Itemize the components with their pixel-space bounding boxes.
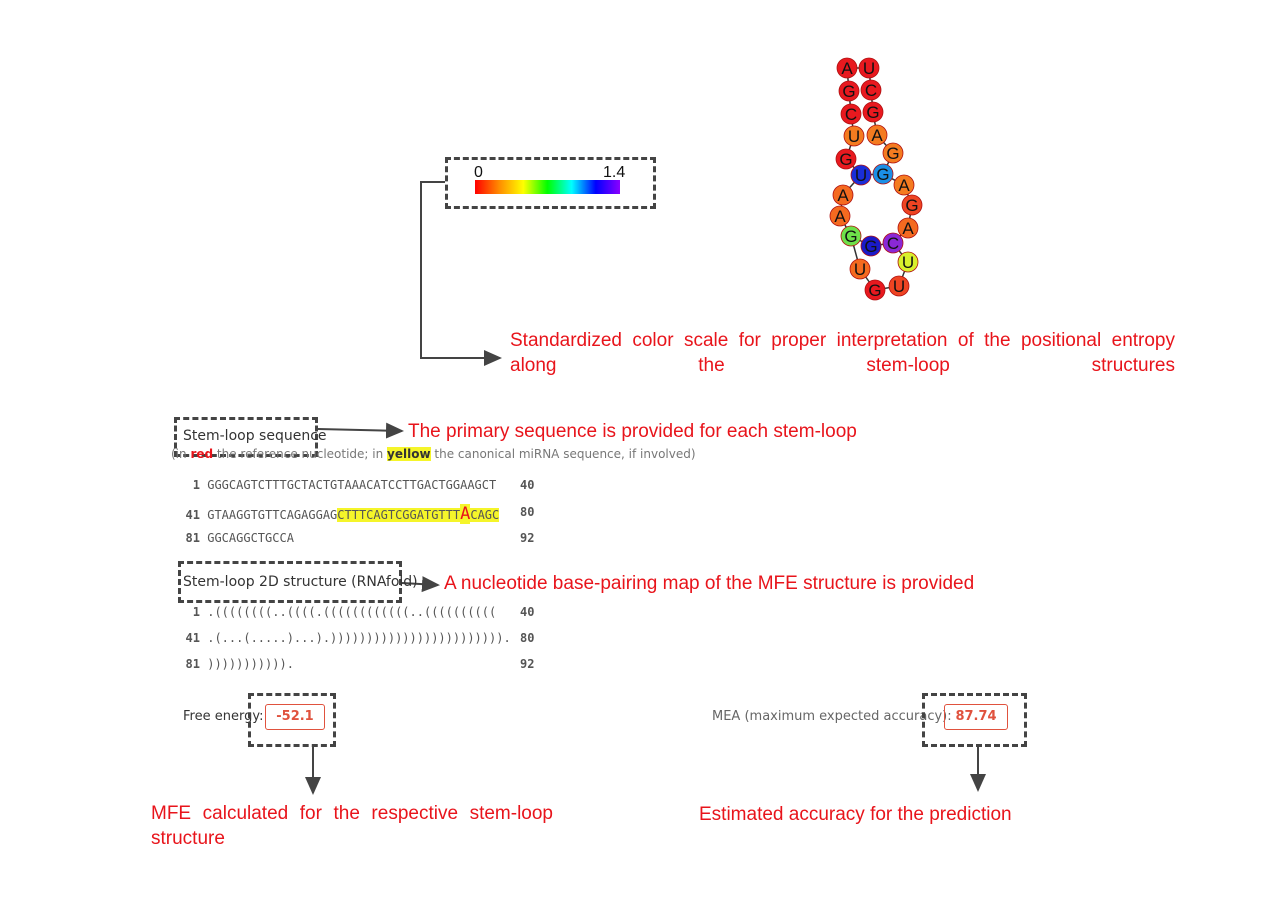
rna-nucleotide: G <box>862 101 884 123</box>
rna-nucleotide: U <box>850 164 872 186</box>
structure-row-1-end: 40 <box>520 605 535 619</box>
svg-text:A: A <box>841 59 853 78</box>
svg-text:G: G <box>886 144 899 163</box>
mirna-highlight: CTTTCAGTCGGATGTTT <box>337 508 461 522</box>
sequence-row-3-end: 92 <box>520 531 535 545</box>
svg-text:A: A <box>898 176 910 195</box>
rna-nucleotide: U <box>843 125 865 147</box>
svg-text:G: G <box>876 165 889 184</box>
color-scale-max-label: 1.4 <box>603 164 626 181</box>
mfe-note: MFE calculated for the respective stem-l… <box>151 803 553 849</box>
accuracy-note: Estimated accuracy for the prediction <box>699 804 1012 825</box>
svg-text:C: C <box>865 81 877 100</box>
svg-text:G: G <box>839 150 852 169</box>
svg-text:U: U <box>863 59 875 78</box>
sequence-row-1: 1 GGGCAGTCTTTGCTACTGTAAACATCCTTGACTGGAAG… <box>192 478 497 492</box>
svg-text:A: A <box>871 126 883 145</box>
sequence-row-3: 81 GGCAGGCTGCCA <box>185 531 294 545</box>
rna-nucleotide: C <box>882 232 904 254</box>
rna-nucleotide: G <box>901 194 923 216</box>
free-energy-label: Free energy: <box>183 709 264 724</box>
sequence-section-title: Stem-loop sequence <box>183 428 327 444</box>
rna-nucleotide: A <box>893 174 915 196</box>
mea-frame <box>922 693 1027 747</box>
rna-nucleotide: C <box>840 103 862 125</box>
sequence-row-2-end: 80 <box>520 505 535 519</box>
structure-row-2-end: 80 <box>520 631 535 645</box>
svg-text:G: G <box>866 103 879 122</box>
svg-text:G: G <box>868 281 881 300</box>
svg-text:U: U <box>855 166 867 185</box>
rna-nucleotide: A <box>829 205 851 227</box>
rna-nucleotide: G <box>872 163 894 185</box>
primary-seq-note: The primary sequence is provided for eac… <box>408 421 857 442</box>
free-energy-value: -52.1 <box>265 704 325 730</box>
svg-text:G: G <box>844 227 857 246</box>
svg-text:G: G <box>905 196 918 215</box>
rna-nucleotide: U <box>897 251 919 273</box>
mirna-highlight-2: CAGC <box>470 508 500 522</box>
rna-nucleotide: A <box>832 184 854 206</box>
sequence-row-1-end: 40 <box>520 478 535 492</box>
rna-nucleotide: G <box>835 148 857 170</box>
rna-nucleotide: C <box>860 79 882 101</box>
sequence-title-frame <box>174 417 318 457</box>
rna-nucleotide: A <box>836 57 858 79</box>
mea-value: 87.74 <box>944 704 1008 730</box>
rna-nucleotide: U <box>849 258 871 280</box>
svg-text:U: U <box>848 127 860 146</box>
rna-nucleotide: G <box>840 225 862 247</box>
structure-row-1: 1 .((((((((..((((.((((((((((((..((((((((… <box>192 605 497 619</box>
color-scale-note: Standardized color scale for proper inte… <box>510 330 1175 376</box>
structure-row-3: 81 ))))))))))). <box>185 657 294 671</box>
color-scale-min-label: 0 <box>474 164 483 181</box>
sequence-subtitle: (in red the reference nucleotide; in yel… <box>171 447 696 461</box>
mea-label: MEA (maximum expected accuracy): <box>712 709 952 724</box>
structure-row-3-end: 92 <box>520 657 535 671</box>
svg-text:C: C <box>845 105 857 124</box>
sequence-row-2: 41 GTAAGGTGTTCAGAGGAGCTTTCAGTCGGATGTTTAC… <box>185 504 500 524</box>
structure-row-2: 41 .(...(.....)...).))))))))))))))))))))… <box>185 631 511 645</box>
structure-title-frame <box>178 561 402 603</box>
svg-text:A: A <box>837 186 849 205</box>
svg-text:A: A <box>834 207 846 226</box>
structure-section-title: Stem-loop 2D structure (RNAfold) <box>183 574 418 590</box>
svg-text:G: G <box>842 82 855 101</box>
reference-nucleotide: A <box>460 504 471 524</box>
rna-nucleotide: G <box>864 279 886 301</box>
svg-text:C: C <box>887 234 899 253</box>
svg-text:G: G <box>864 237 877 256</box>
base-pair-note: A nucleotide base-pairing map of the MFE… <box>444 573 975 594</box>
color-scale-gradient <box>475 180 620 194</box>
free-energy-frame <box>248 693 336 747</box>
rna-nucleotide: A <box>866 124 888 146</box>
rna-nucleotide: A <box>897 217 919 239</box>
rna-nucleotide: G <box>860 235 882 257</box>
color-scale-frame <box>445 157 656 209</box>
svg-text:U: U <box>893 277 905 296</box>
rna-nucleotide: U <box>888 275 910 297</box>
svg-text:U: U <box>902 253 914 272</box>
rna-nucleotide: G <box>882 142 904 164</box>
rna-nucleotide: G <box>838 80 860 102</box>
svg-text:U: U <box>854 260 866 279</box>
rna-nucleotide: U <box>858 57 880 79</box>
svg-text:A: A <box>902 219 914 238</box>
